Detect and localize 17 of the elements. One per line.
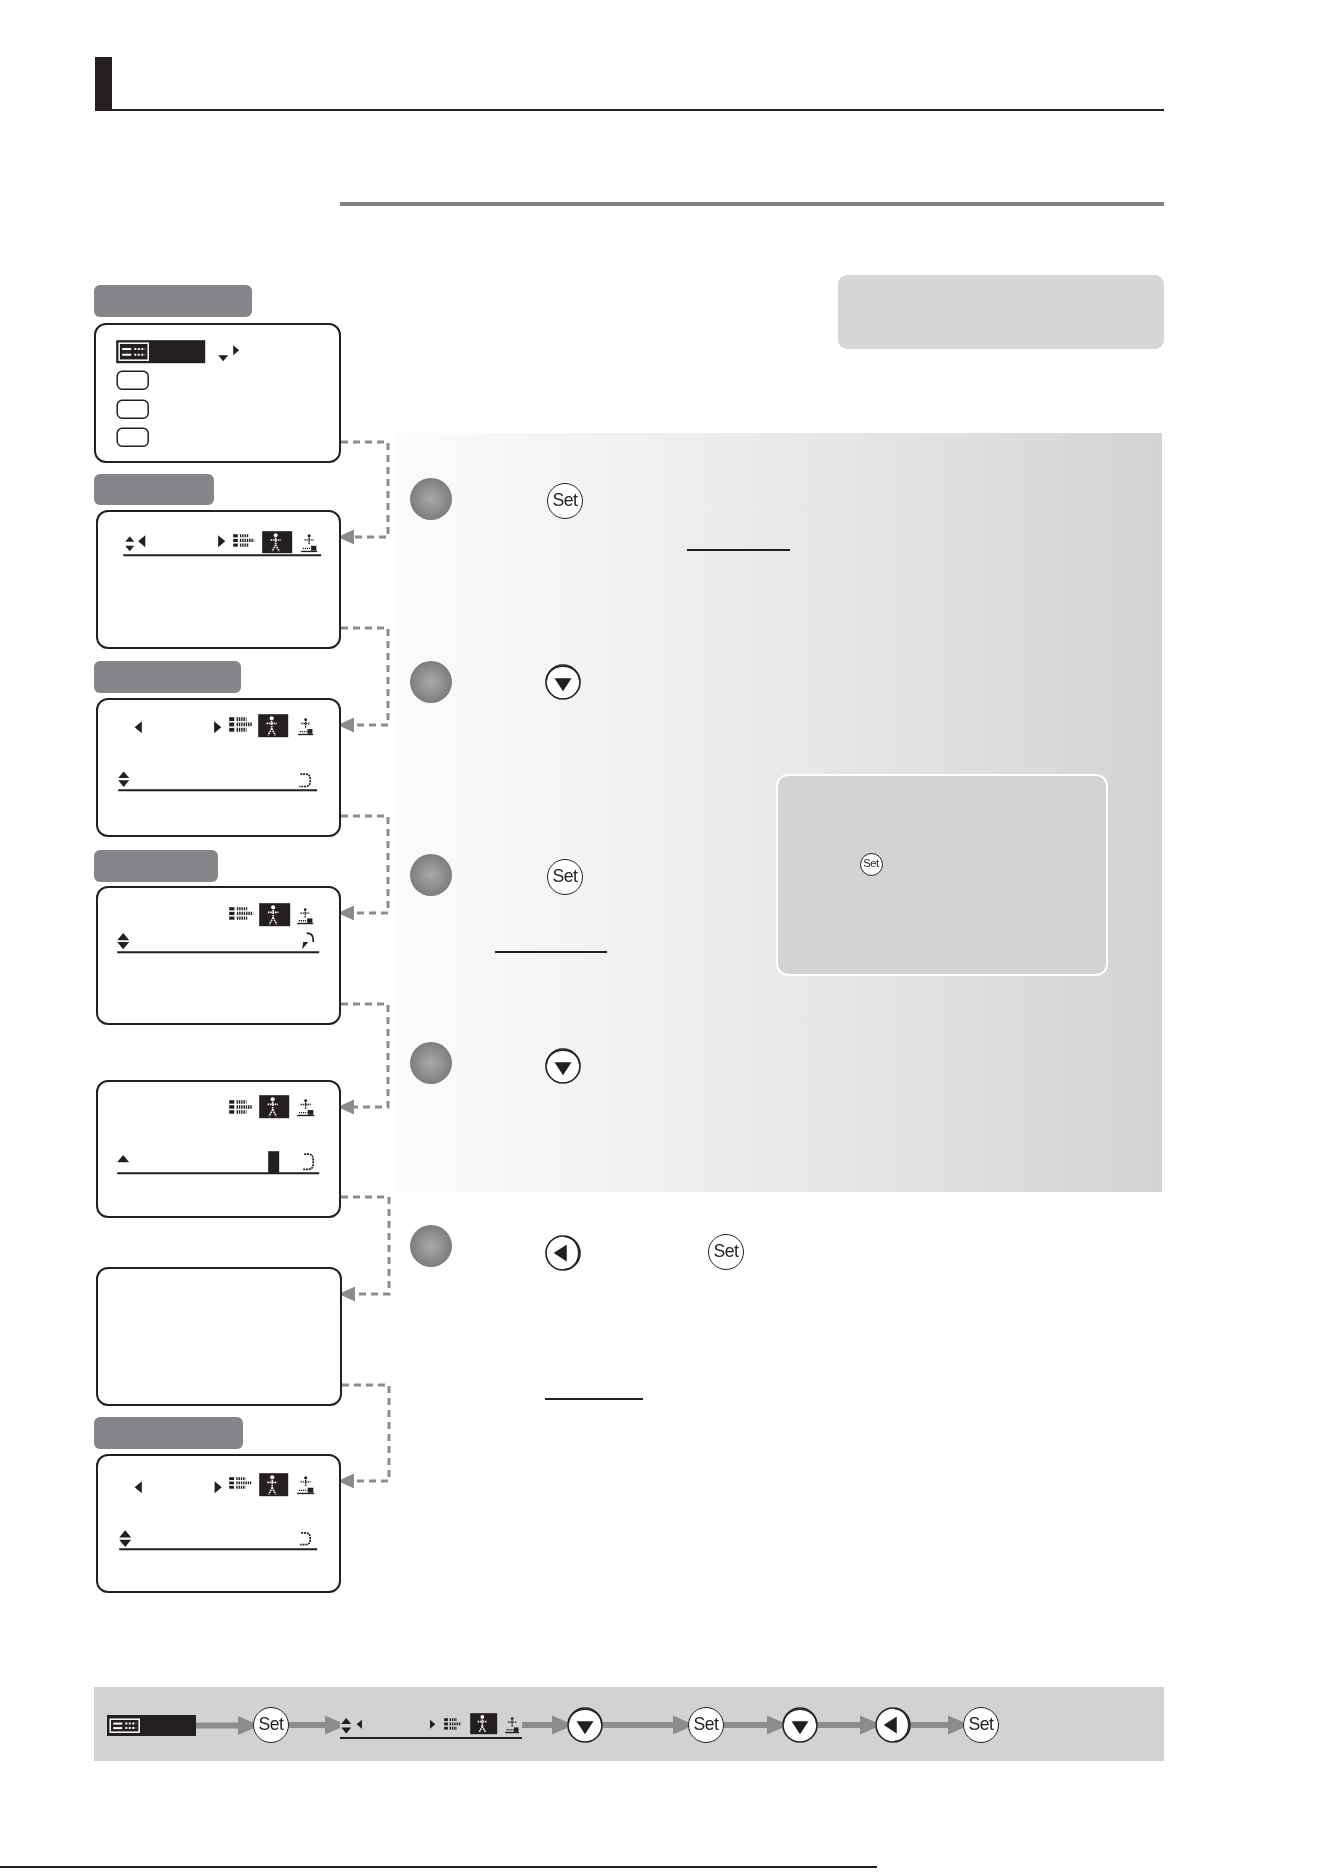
lcd-screen	[96, 1267, 342, 1406]
lcd-screen	[96, 510, 341, 649]
screen-title-tab	[94, 1417, 243, 1449]
lcd-screen	[96, 1454, 341, 1593]
lcd-screen	[96, 1080, 341, 1218]
down-key-icon	[782, 1707, 818, 1743]
lcd-screen	[96, 886, 341, 1025]
screen-title-tab	[94, 285, 252, 317]
lcd-menu-bar	[107, 1715, 196, 1736]
screen-title-tab	[94, 661, 241, 693]
screen-title-tab	[94, 474, 214, 505]
screen-title-tab	[94, 850, 218, 882]
left-key-icon	[875, 1707, 911, 1743]
lcd-screen	[96, 698, 341, 837]
set-key: Set	[708, 1234, 744, 1270]
lcd-screen	[94, 323, 341, 463]
down-key-icon	[567, 1707, 603, 1743]
